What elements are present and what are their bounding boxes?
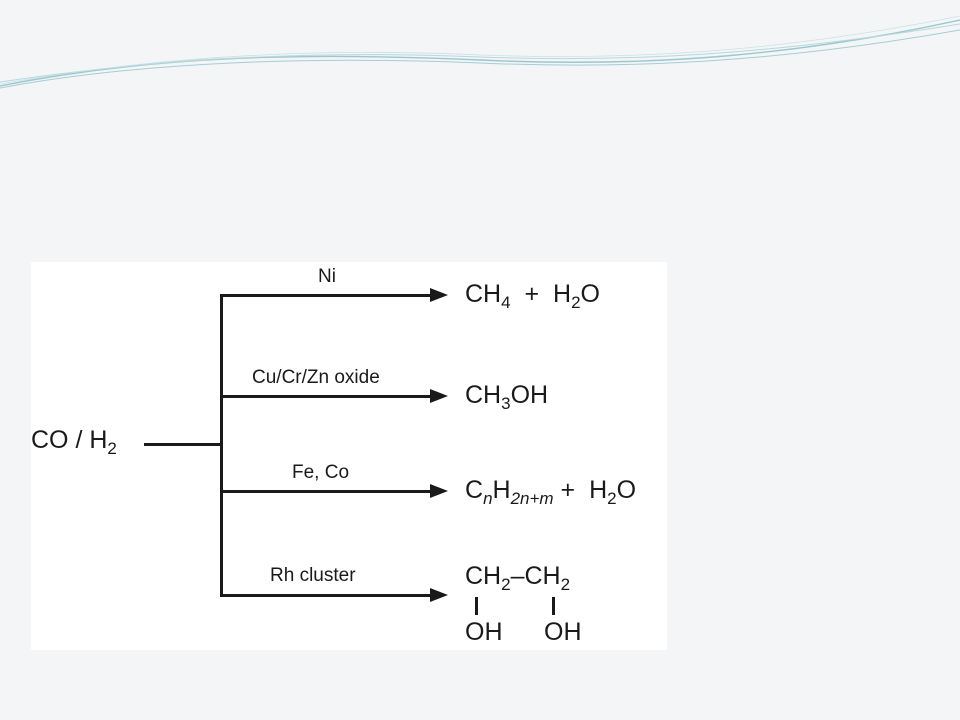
trunk-line [220,294,223,597]
product-hydrocarbons-water: CnH2n+m + H2O [465,476,637,508]
reactant-sub: 2 [107,439,117,458]
product-ethylene-glycol: CH2–CH2 [465,562,571,594]
hydroxyl-right: OH [544,618,582,646]
arrowhead-1 [430,288,448,302]
hydroxyl-left: OH [465,618,503,646]
product-methanol: CH3OH [465,381,549,413]
reaction-diagram: CO / H2 Ni Cu/Cr/Zn oxide Fe, Co Rh clus… [31,262,667,650]
arrowhead-3 [430,484,448,498]
catalyst-rh-cluster: Rh cluster [270,565,356,586]
reactant-main: CO / H [31,426,108,454]
bond-left-vertical [475,597,478,615]
decorative-wave [0,15,960,89]
feed-line [144,443,222,446]
product-methane-water: CH4 + H2O [465,280,600,312]
catalyst-fe-co: Fe, Co [292,462,350,483]
branch-arrow-3 [220,490,432,493]
branch-arrow-2 [220,395,432,398]
reactant-label: CO / H2 [31,426,117,458]
branch-arrow-1 [220,294,432,297]
arrowhead-2 [430,389,448,403]
catalyst-cu-cr-zn-oxide: Cu/Cr/Zn oxide [252,367,380,388]
arrowhead-4 [430,588,448,602]
branch-arrow-4 [220,594,432,597]
bond-right-vertical [552,597,555,615]
catalyst-ni: Ni [318,266,336,287]
